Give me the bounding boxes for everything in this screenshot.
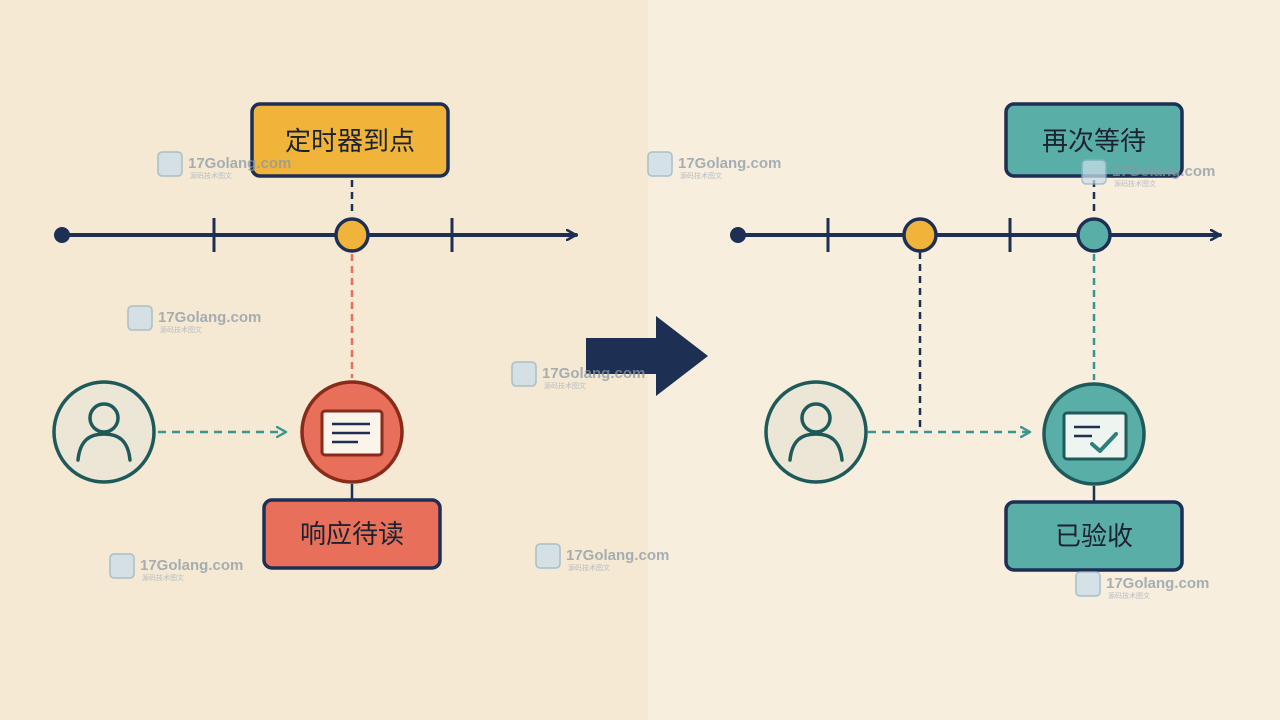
- watermark: 17Golang.com 源码技术图文: [157, 151, 291, 180]
- svg-text:17Golang.com: 17Golang.com: [542, 365, 645, 382]
- left-status-label: 响应待读: [300, 520, 404, 550]
- watermark: 17Golang.com 源码技术图文: [109, 553, 243, 582]
- arrow-right-icon: [586, 316, 708, 396]
- svg-text:源码技术图文: 源码技术图文: [1114, 179, 1156, 188]
- svg-text:17Golang.com: 17Golang.com: [678, 155, 781, 172]
- left-timeline-start-dot: [54, 227, 70, 243]
- user-icon: [76, 402, 132, 462]
- watermarks: 17Golang.com 源码技术图文 17Golang.com 源码技术图文 …: [109, 151, 1215, 600]
- svg-text:源码技术图文: 源码技术图文: [1108, 591, 1150, 600]
- left-timer-point: [334, 217, 370, 253]
- svg-text:源码技术图文: 源码技术图文: [190, 171, 232, 180]
- watermark: 17Golang.com 源码技术图文: [1075, 571, 1209, 600]
- right-status-label: 已验收: [1055, 522, 1133, 552]
- right-response-node: [1042, 382, 1146, 486]
- document-check-icon: [1062, 411, 1128, 461]
- watermark: 17Golang.com 源码技术图文: [647, 151, 781, 180]
- svg-text:17Golang.com: 17Golang.com: [566, 547, 669, 564]
- svg-text:源码技术图文: 源码技术图文: [680, 171, 722, 180]
- right-panel-background: [648, 0, 1280, 720]
- right-timeline-start-dot: [730, 227, 746, 243]
- document-icon: [320, 409, 384, 457]
- left-user: [52, 380, 156, 484]
- svg-text:源码技术图文: 源码技术图文: [160, 325, 202, 334]
- left-event-label: 定时器到点: [285, 127, 415, 157]
- svg-text:17Golang.com: 17Golang.com: [140, 557, 243, 574]
- watermark: 17Golang.com 源码技术图文: [127, 305, 261, 334]
- right-event-label: 再次等待: [1042, 127, 1146, 157]
- right-panel: 再次等待 已验收: [730, 102, 1222, 572]
- left-panel: 定时器到点 响应待读: [52, 102, 578, 570]
- right-status-box: [1004, 500, 1184, 572]
- svg-text:源码技术图文: 源码技术图文: [142, 573, 184, 582]
- left-event-box: [250, 102, 450, 178]
- svg-text:17Golang.com: 17Golang.com: [188, 155, 291, 172]
- svg-text:源码技术图文: 源码技术图文: [544, 381, 586, 390]
- svg-text:源码技术图文: 源码技术图文: [568, 563, 610, 572]
- right-user: [764, 380, 868, 484]
- svg-text:17Golang.com: 17Golang.com: [1112, 163, 1215, 180]
- left-response-node: [300, 380, 404, 484]
- watermark: 17Golang.com 源码技术图文: [1081, 159, 1215, 188]
- right-wait-point: [1076, 217, 1112, 253]
- watermark: 17Golang.com 源码技术图文: [511, 361, 645, 390]
- svg-text:17Golang.com: 17Golang.com: [158, 309, 261, 326]
- svg-text:17Golang.com: 17Golang.com: [1106, 575, 1209, 592]
- right-timer-point: [902, 217, 938, 253]
- left-status-box: [262, 498, 442, 570]
- user-icon: [788, 402, 844, 462]
- watermark: 17Golang.com 源码技术图文: [535, 543, 669, 572]
